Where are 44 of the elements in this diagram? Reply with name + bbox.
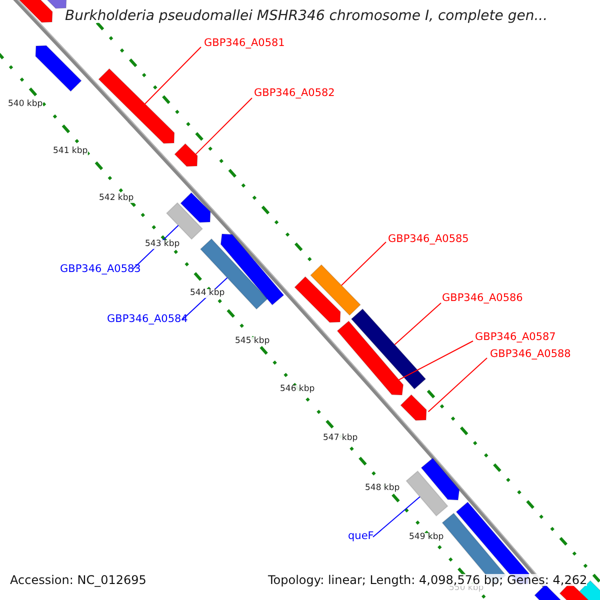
gene-bar — [400, 394, 427, 421]
scale-label: 546 kbp — [280, 385, 315, 394]
gene-bar — [294, 276, 341, 323]
gene-bar — [166, 202, 204, 240]
gene-bar — [98, 68, 175, 144]
map-title: Burkholderia pseudomallei MSHR346 chromosome I, complete gen... — [65, 9, 548, 23]
gene-bar — [336, 320, 404, 396]
leader-line — [428, 358, 488, 412]
gene-label: GBP346_A0586 — [442, 293, 523, 304]
gene-bar — [16, 0, 53, 23]
gene-label: GBP346_A0583 — [60, 264, 141, 274]
gene-label: queF — [348, 531, 374, 542]
scale-label: 548 kbp — [365, 484, 400, 492]
gene-label: GBP346_A0581 — [204, 38, 285, 48]
gene-bar — [406, 470, 448, 517]
scale-label: 543 kbp — [145, 240, 180, 248]
gene-bar — [310, 264, 362, 316]
leader-line — [398, 340, 474, 380]
leader-line — [394, 302, 442, 346]
scale-label: 542 kbp — [99, 194, 134, 202]
gene-bar — [350, 308, 426, 390]
map-info-text: Topology: linear; Length: 4,098,576 bp; Genes: 4,262 — [268, 574, 588, 586]
gene-bar — [534, 584, 561, 600]
scale-label: 540 kbp — [8, 100, 43, 108]
leader-line — [144, 46, 202, 104]
scale-label: 541 kbp — [53, 147, 88, 156]
gene-bar — [180, 192, 211, 223]
leader-line — [341, 242, 386, 286]
map-info-text: Accession: NC_012695 — [10, 574, 146, 586]
gene-label: GBP346_A0582 — [254, 88, 335, 98]
gene-label: GBP346_A0588 — [490, 349, 571, 360]
scale-label: 545 kbp — [235, 337, 270, 346]
scale-label: 547 kbp — [323, 434, 358, 442]
leader-line — [372, 496, 420, 538]
scale-label: 549 kbp — [409, 533, 444, 542]
scale-label: 544 kbp — [190, 289, 225, 298]
gene-bar — [35, 45, 82, 92]
gene-label: GBP346_A0584 — [107, 314, 188, 324]
gene-label: GBP346_A0585 — [388, 234, 469, 244]
leader-line — [195, 98, 252, 155]
gene-label: GBP346_A0587 — [475, 332, 556, 342]
gene-bar — [46, 0, 67, 9]
gene-bar — [420, 458, 460, 501]
gene-bar — [174, 143, 198, 167]
